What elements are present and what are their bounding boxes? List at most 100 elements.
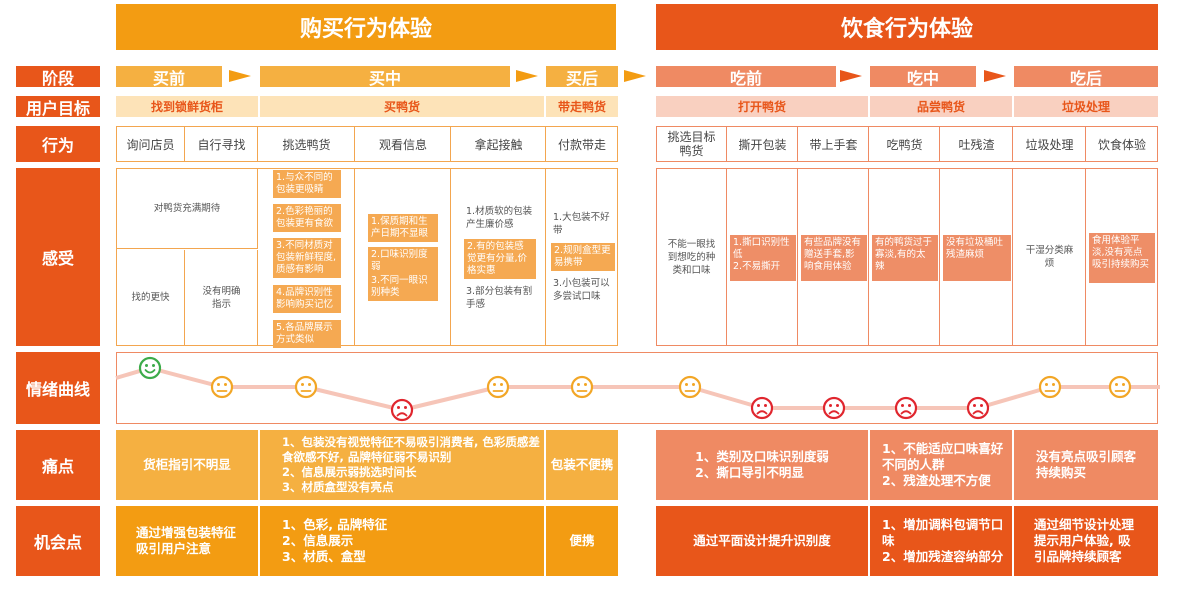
feeling-no-guide: 没有明确指示 (186, 250, 258, 345)
opportunity-text: 通过细节设计处理提示用户体验, 吸引品牌持续顾客 (1034, 517, 1135, 564)
behavior-tear-open: 撕开包装 (728, 127, 798, 161)
stage-during-buy: 买中 (260, 66, 510, 88)
feeling-tag: 2.色彩艳丽的包装更有食欲 (273, 204, 341, 232)
feeling-experience-column: 食用体验平淡,没有亮点吸引持续购买 (1087, 169, 1157, 345)
feeling-tag: 1.保质期和生产日期不显眼 (368, 214, 438, 242)
feeling-tag: 5.各品牌展示方式类似 (273, 320, 341, 348)
opportunity-graphic-design: 通过平面设计提升识别度 (656, 506, 868, 576)
feeling-tag: 1.与众不同的包装更吸睛 (273, 170, 341, 198)
row-label-stage: 阶段 (16, 66, 100, 88)
feeling-tag: 2.规则盒型更易携带 (551, 243, 615, 271)
goal-find-cabinet: 找到锁鲜货柜 (116, 96, 258, 117)
stage-after-buy: 买后 (546, 66, 618, 88)
sad-face-icon (966, 396, 990, 420)
feeling-tear-column: 1.撕口识别性低 2.不易撕开 (728, 169, 798, 345)
arrow-icon (840, 70, 862, 82)
neutral-face-icon (1108, 375, 1132, 399)
feeling-touch-column: 1.材质软的包装产生廉价感 2.有的包装感觉更有分量,价格实惠 3.部分包装有割… (452, 169, 546, 345)
behavior-ask-staff: 询问店员 (117, 127, 185, 161)
behavior-self-search: 自行寻找 (186, 127, 258, 161)
emotion-curve-chart (115, 356, 1160, 422)
opportunity-packaging-features: 通过增强包装特征吸引用户注意 (116, 506, 258, 576)
pain-text: 1、类别及口味识别度弱 2、撕口导引不明显 (695, 449, 829, 480)
goal-take-away: 带走鸭货 (546, 96, 618, 117)
neutral-face-icon (210, 375, 234, 399)
opportunity-text: 1、增加调料包调节口味 2、增加残渣容纳部分 (882, 517, 1004, 564)
behavior-experience: 饮食体验 (1087, 127, 1157, 161)
opportunity-text: 1、色彩, 品牌特征 2、信息展示 3、材质、盒型 (282, 517, 388, 564)
arrow-icon (229, 70, 251, 82)
stage-before-eat: 吃前 (656, 66, 836, 88)
pain-packaging-visual: 1、包装没有视觉特征不易吸引消费者, 色彩质感差食欲感不好, 品牌特征弱不易识别… (260, 430, 544, 500)
pain-no-highlight: 没有亮点吸引顾客持续购买 (1014, 430, 1158, 500)
feeling-spit-column: 没有垃圾桶吐残渣麻烦 (941, 169, 1013, 345)
feeling-tag-line: 1.撕口识别性低 (733, 237, 790, 260)
neutral-face-icon (570, 375, 594, 399)
feeling-tag: 食用体验平淡,没有亮点吸引持续购买 (1089, 233, 1155, 283)
behavior-trash: 垃圾处理 (1014, 127, 1086, 161)
feeling-sort-trash: 干湿分类麻烦 (1014, 169, 1086, 345)
feeling-tag: 没有垃圾桶吐残渣麻烦 (943, 235, 1011, 281)
behavior-spit: 吐残渣 (941, 127, 1013, 161)
pain-text: 1、不能适应口味喜好不同的人群 2、残渣处理不方便 (882, 441, 1004, 488)
stage-during-eat: 吃中 (870, 66, 976, 88)
behavior-eat: 吃鸭货 (870, 127, 940, 161)
pain-text: 没有亮点吸引顾客持续购买 (1036, 449, 1137, 480)
opportunity-portable: 便携 (546, 506, 618, 576)
feeling-eat-column: 有的鸭货过于寡淡,有的太辣 (870, 169, 940, 345)
opportunity-text: 通过增强包装特征吸引用户注意 (136, 525, 237, 556)
feeling-tag: 2.口味识别度弱 (368, 247, 438, 275)
feeling-expectation: 对鸭货充满期待 (117, 169, 258, 249)
feeling-cant-find: 不能一眼找到想吃的种类和口味 (657, 169, 727, 345)
behavior-choose-target: 挑选目标鸭货 (657, 127, 727, 161)
feeling-tag: 有的鸭货过于寡淡,有的太辣 (872, 235, 938, 281)
arrow-icon (516, 70, 538, 82)
feeling-text: 3.部分包装有割手感 (466, 286, 533, 310)
feeling-tag: 3.不同一眼识别种类 (368, 273, 438, 301)
row-label-feeling: 感受 (16, 168, 100, 346)
stage-before-buy: 买前 (116, 66, 222, 88)
happy-face-icon (138, 356, 162, 380)
goal-taste: 品尝鸭货 (870, 96, 1012, 117)
feeling-info-column: 1.保质期和生产日期不显眼 2.口味识别度弱 3.不同一眼识别种类 (356, 169, 451, 345)
pain-text: 1、包装没有视觉特征不易吸引消费者, 色彩质感差食欲感不好, 品牌特征弱不易识别… (282, 435, 540, 494)
behavior-wear-gloves: 带上手套 (799, 127, 869, 161)
feeling-text: 1.大包装不好带 (553, 212, 610, 236)
feeling-tag: 4.品牌识别性影响购买记忆 (273, 285, 341, 313)
goal-open: 打开鸭货 (656, 96, 868, 117)
emotion-curve-line (115, 366, 1160, 412)
neutral-face-icon (678, 375, 702, 399)
sad-face-icon (894, 396, 918, 420)
arrow-icon (624, 70, 646, 82)
pain-identification: 1、类别及口味识别度弱 2、撕口导引不明显 (656, 430, 868, 500)
row-label-goal: 用户目标 (16, 96, 100, 118)
behavior-pay: 付款带走 (547, 127, 617, 161)
pain-taste-residue: 1、不能适应口味喜好不同的人群 2、残渣处理不方便 (870, 430, 1012, 500)
opportunity-detail-design: 通过细节设计处理提示用户体验, 吸引品牌持续顾客 (1014, 506, 1158, 576)
buy-section-title: 购买行为体验 (116, 4, 616, 50)
behavior-touch: 拿起接触 (452, 127, 546, 161)
feeling-text: 3.小包装可以多尝试口味 (553, 278, 610, 302)
feeling-text: 1.材质软的包装产生廉价感 (466, 206, 533, 230)
sad-face-icon (750, 396, 774, 420)
feeling-pay-column: 1.大包装不好带 2.规则盒型更易携带 3.小包装可以多尝试口味 (547, 169, 617, 345)
feeling-tag: 2.有的包装感觉更有分量,价格实惠 (464, 239, 536, 279)
feeling-tag: 1.撕口识别性低 2.不易撕开 (730, 235, 796, 281)
feeling-gloves-column: 有些品牌没有赠送手套,影响食用体验 (799, 169, 869, 345)
feeling-tag-line: 2.不易撕开 (733, 261, 781, 272)
feeling-pick-column: 1.与众不同的包装更吸睛 2.色彩艳丽的包装更有食欲 3.不同材质对包装新鲜程度… (259, 169, 355, 348)
opportunity-seasoning: 1、增加调料包调节口味 2、增加残渣容纳部分 (870, 506, 1012, 576)
neutral-face-icon (486, 375, 510, 399)
goal-trash: 垃圾处理 (1014, 96, 1158, 117)
row-label-pain: 痛点 (16, 430, 100, 500)
row-label-behavior: 行为 (16, 126, 100, 162)
behavior-view-info: 观看信息 (356, 127, 451, 161)
pain-cabinet-guide: 货柜指引不明显 (116, 430, 258, 500)
goal-buy: 买鸭货 (260, 96, 544, 117)
opportunity-color-brand: 1、色彩, 品牌特征 2、信息展示 3、材质、盒型 (260, 506, 544, 576)
arrow-icon (984, 70, 1006, 82)
row-label-opportunity: 机会点 (16, 506, 100, 576)
eat-section-title: 饮食行为体验 (656, 4, 1158, 50)
stage-after-eat: 吃后 (1014, 66, 1158, 88)
pain-not-portable: 包装不便携 (546, 430, 618, 500)
